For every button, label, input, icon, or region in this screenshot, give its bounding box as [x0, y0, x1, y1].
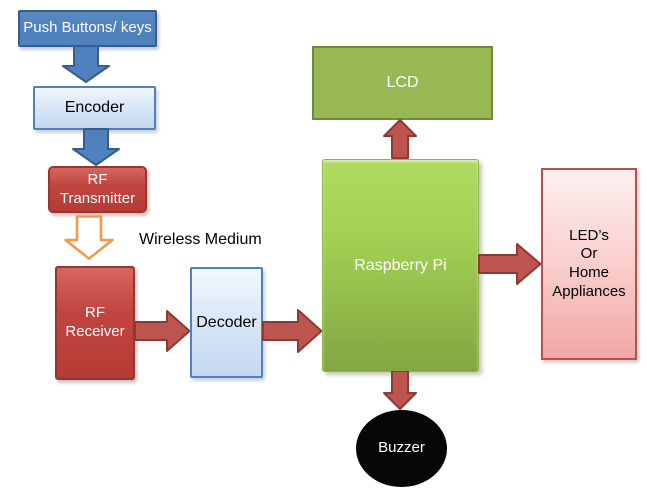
node-raspberry-pi: Raspberry Pi: [322, 159, 479, 372]
node-buzzer: Buzzer: [356, 410, 447, 487]
node-push-buttons: Push Buttons/ keys: [18, 10, 157, 47]
node-rf-receiver: RF Receiver: [55, 266, 135, 380]
arrow-raspberry-pi-to-lcd: [383, 119, 417, 159]
node-lcd: LCD: [312, 46, 493, 120]
arrow-push-buttons-to-encoder: [62, 45, 110, 83]
node-decoder: Decoder: [190, 267, 263, 378]
node-encoder: Encoder: [33, 86, 156, 130]
arrow-rf-receiver-to-decoder: [134, 310, 191, 352]
node-rf-transmitter-label: RF Transmitter: [59, 170, 136, 207]
arrow-decoder-to-raspberry-pi: [262, 309, 323, 353]
node-lcd-label: LCD: [386, 74, 419, 91]
node-encoder-label: Encoder: [64, 99, 125, 116]
arrow-raspberry-pi-to-leds: [478, 243, 542, 285]
wireless-medium-label: Wireless Medium: [139, 231, 262, 248]
node-buzzer-label: Buzzer: [378, 439, 425, 457]
node-leds-home-appliances-label: LED’s Or Home Appliances: [552, 226, 626, 300]
node-push-buttons-label: Push Buttons/ keys: [23, 19, 152, 37]
node-leds-home-appliances: LED’s Or Home Appliances: [541, 168, 637, 360]
node-rf-receiver-label: RF Receiver: [65, 304, 125, 340]
arrow-wireless-medium: [64, 215, 114, 260]
node-rf-transmitter: RF Transmitter: [48, 166, 147, 213]
node-raspberry-pi-label: Raspberry Pi: [354, 256, 447, 274]
node-decoder-label: Decoder: [196, 313, 257, 331]
arrow-raspberry-pi-to-buzzer: [383, 371, 417, 410]
arrow-encoder-to-rf-transmitter: [72, 128, 120, 166]
